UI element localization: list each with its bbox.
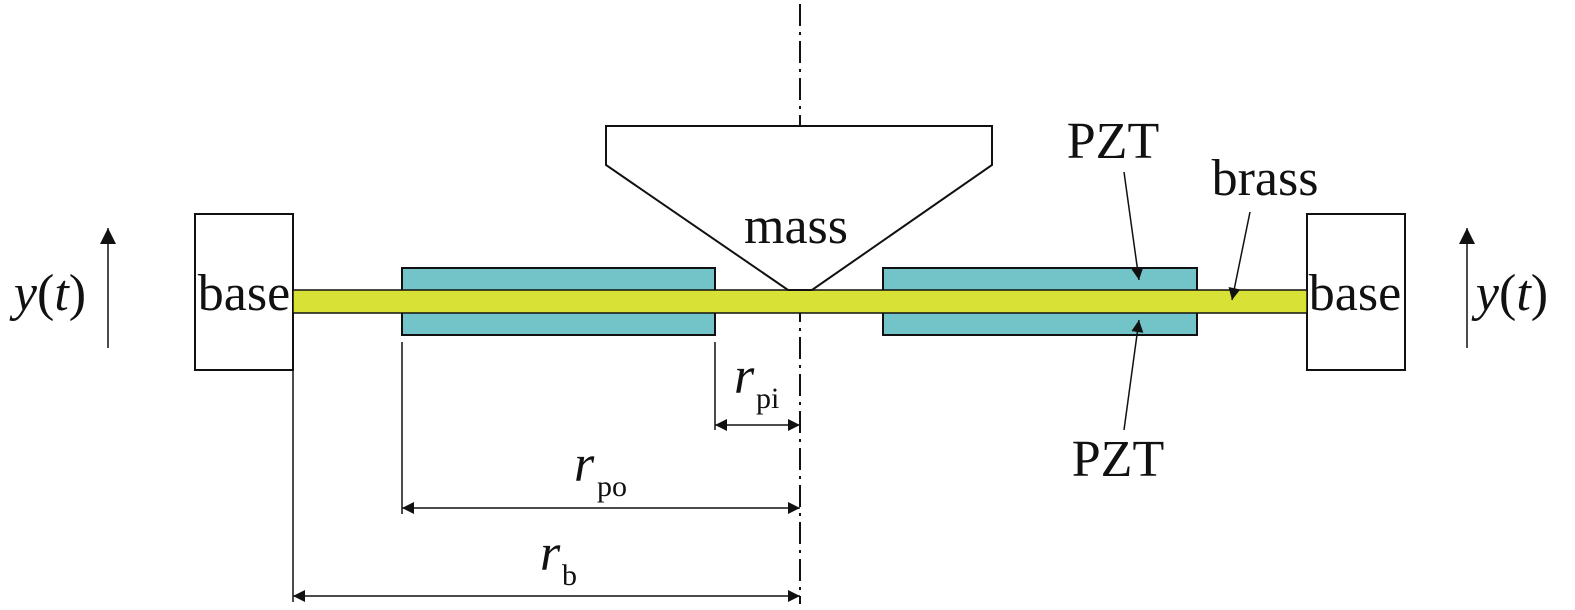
pzt-bottom-label: PZT bbox=[1072, 431, 1164, 488]
base-right-block bbox=[1306, 213, 1406, 371]
excitation-label-right: y(t) bbox=[1471, 265, 1548, 322]
rb-subscript: b bbox=[562, 559, 577, 592]
mass-shape bbox=[605, 125, 993, 291]
leader-brass bbox=[1228, 211, 1251, 301]
pzt-top-label: PZT bbox=[1067, 113, 1159, 170]
rpo-subscript: po bbox=[597, 470, 627, 503]
base-left-block bbox=[194, 213, 294, 371]
brass-substrate bbox=[292, 289, 1308, 314]
leader-pzt-top bbox=[1123, 171, 1144, 281]
base-right-label: base bbox=[1309, 265, 1401, 322]
rpi-subscript: pi bbox=[756, 382, 779, 415]
rpo-symbol: r bbox=[574, 436, 595, 493]
rpi-symbol: r bbox=[734, 348, 755, 405]
mass-label: mass bbox=[744, 198, 848, 255]
rb-symbol: r bbox=[540, 525, 561, 582]
leader-pzt-bottom bbox=[1123, 319, 1144, 431]
excitation-label-left: y(t) bbox=[9, 265, 86, 322]
base-left-label: base bbox=[198, 265, 290, 322]
brass-label: brass bbox=[1212, 150, 1319, 207]
